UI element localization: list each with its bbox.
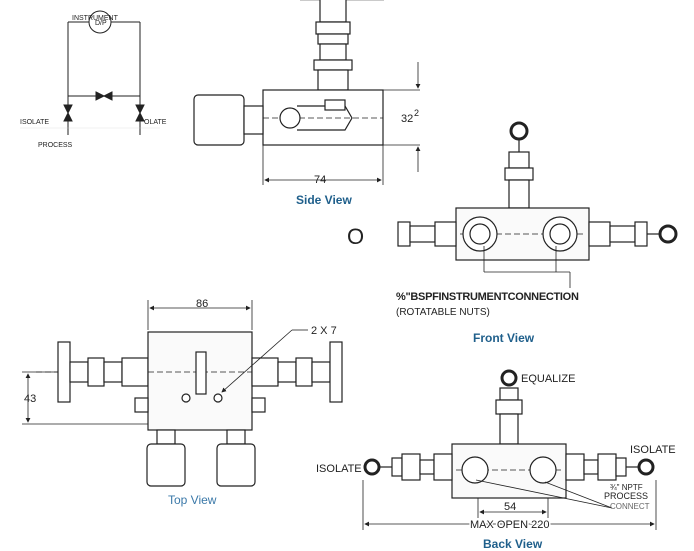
back-isolate-right-label: ISOLATE: [630, 444, 676, 456]
front-view-drawing: [397, 121, 678, 288]
schematic-diagram: [20, 10, 160, 135]
isolate-label-left: ISOLATE: [20, 119, 49, 126]
back-center-dim: 54: [504, 501, 516, 513]
isolate-valve-left-icon: [63, 104, 73, 122]
back-isolate-left-label: ISOLATE: [316, 463, 362, 475]
equalize-label: EQUALIZE: [521, 373, 575, 385]
npt-label: ¾" NPTF: [610, 483, 643, 492]
side-view-caption: Side View: [296, 193, 352, 207]
hole-label: 2 X 7: [311, 325, 337, 337]
side-height-dim: 32: [401, 113, 413, 125]
top-view-drawing: [22, 300, 343, 487]
npt-process-label: PROCESS: [604, 491, 648, 501]
isolate-valve-right-icon: [135, 104, 145, 122]
top-width-dim: 86: [196, 298, 208, 310]
rotatable-nuts-label: (ROTATABLE NUTS): [396, 307, 490, 318]
dp-label: D/P: [95, 20, 107, 27]
top-height-dim: 43: [24, 393, 36, 405]
process-label: PROCESS: [38, 142, 73, 149]
instrument-label: INSTRUMENT: [72, 15, 119, 22]
side-view-drawing: [193, 0, 421, 185]
connection-label: %"BSPFINSTRUMENTCONNECTION: [396, 291, 579, 303]
front-view-caption: Front View: [473, 331, 535, 345]
back-view-drawing: [362, 369, 657, 530]
equalize-valve-icon: [95, 91, 113, 101]
isolate-label-right: OLATE: [144, 119, 167, 126]
side-height-dim-suffix: 2: [414, 108, 419, 118]
npt-connect-label: CONNECT: [610, 502, 650, 511]
side-width-dim: 74: [314, 174, 326, 186]
front-view-marker: O: [347, 224, 364, 249]
back-view-caption: Back View: [483, 537, 543, 551]
top-view-caption: Top View: [168, 493, 217, 507]
max-open-dim: MAX OPEN 220: [470, 519, 549, 531]
